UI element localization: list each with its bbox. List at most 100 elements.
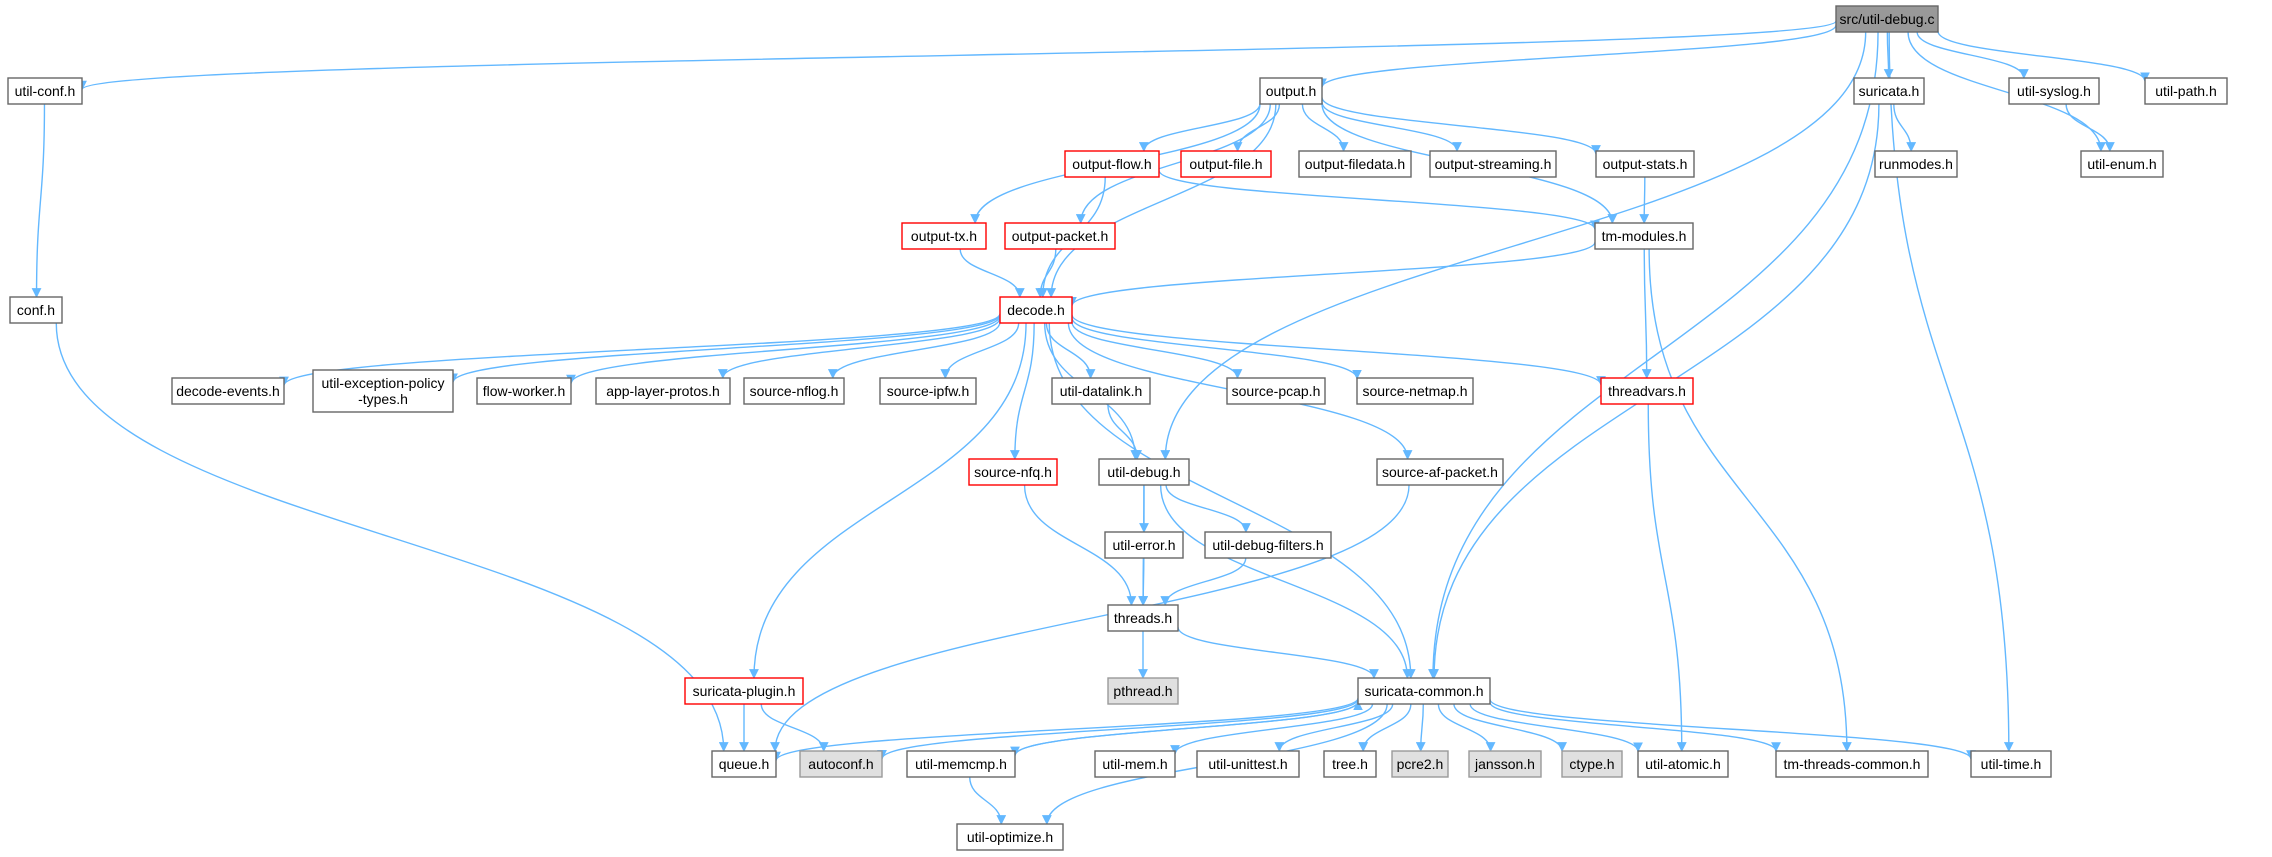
node-label: output-stats.h (1603, 156, 1688, 172)
edge-threads-h-to-suricata-common-h (1177, 626, 1379, 679)
node-label: decode.h (1007, 302, 1065, 318)
node-flow-worker-h[interactable]: flow-worker.h (476, 377, 572, 405)
node-jansson-h[interactable]: jansson.h (1468, 750, 1542, 778)
edge-util-debug-c-to-suricata-h (1883, 31, 1894, 79)
node-threads-h[interactable]: threads.h (1107, 604, 1179, 632)
node-tree-h[interactable]: tree.h (1323, 750, 1377, 778)
node-util-datalink-h[interactable]: util-datalink.h (1051, 377, 1151, 405)
node-output-stats-h[interactable]: output-stats.h (1595, 150, 1695, 178)
node-box (1561, 750, 1623, 778)
node-box (1226, 377, 1326, 405)
node-runmodes-h[interactable]: runmodes.h (1874, 150, 1958, 178)
node-box (1298, 150, 1412, 178)
edge-util-debug-c-to-suricata-common-h (1428, 31, 1879, 679)
node-box (1775, 750, 1929, 778)
node-output-h[interactable]: output.h (1259, 77, 1323, 105)
node-util-error-h[interactable]: util-error.h (1104, 531, 1184, 559)
node-queue-h[interactable]: queue.h (711, 750, 777, 778)
node-box (1853, 77, 1925, 105)
node-label: util-atomic.h (1645, 756, 1720, 772)
node-output-filedata-h[interactable]: output-filedata.h (1298, 150, 1412, 178)
edge-tm-modules-h-to-threadvars-h (1641, 248, 1652, 379)
node-label: conf.h (17, 302, 55, 318)
node-source-nfq-h[interactable]: source-nfq.h (968, 458, 1058, 486)
node-tm-threads-common-h[interactable]: tm-threads-common.h (1775, 750, 1929, 778)
node-box (1356, 377, 1474, 405)
node-util-optimize-h[interactable]: util-optimize.h (956, 823, 1064, 851)
node-util-syslog-h[interactable]: util-syslog.h (2008, 77, 2100, 105)
node-box (1874, 150, 1958, 178)
node-util-debug-filters-h[interactable]: util-debug-filters.h (1204, 531, 1332, 559)
node-box (7, 77, 83, 105)
edge-util-memcmp-h-to-suricata-common-h (1014, 700, 1363, 756)
edge-decode-h-to-threadvars-h (1071, 314, 1606, 386)
node-source-nflog-h[interactable]: source-nflog.h (743, 377, 845, 405)
edge-output-h-to-output-packet-h (1075, 103, 1271, 224)
node-util-debug-c[interactable]: src/util-debug.c (1835, 5, 1939, 33)
node-label: source-ipfw.h (887, 383, 969, 399)
node-label: util-datalink.h (1060, 383, 1143, 399)
node-label: util-conf.h (15, 83, 76, 99)
node-box (1637, 750, 1729, 778)
node-util-path-h[interactable]: util-path.h (2144, 77, 2228, 105)
node-label: pthread.h (1113, 683, 1172, 699)
node-util-enum-h[interactable]: util-enum.h (2080, 150, 2164, 178)
node-tm-modules-h[interactable]: tm-modules.h (1594, 222, 1694, 250)
node-conf-h[interactable]: conf.h (9, 296, 63, 324)
node-util-memcmp-h[interactable]: util-memcmp.h (906, 750, 1016, 778)
node-box (968, 458, 1058, 486)
node-label: util-path.h (2155, 83, 2216, 99)
node-ctype-h[interactable]: ctype.h (1561, 750, 1623, 778)
edge-util-debug-c-to-util-syslog-h (1916, 31, 2029, 79)
node-app-layer-protos-h[interactable]: app-layer-protos.h (595, 377, 731, 405)
node-util-time-h[interactable]: util-time.h (1970, 750, 2052, 778)
edge-tm-modules-h-to-decode-h (1067, 241, 1596, 307)
node-box (1098, 458, 1190, 486)
node-util-mem-h[interactable]: util-mem.h (1094, 750, 1176, 778)
node-box (999, 296, 1073, 324)
edge-suricata-common-h-to-ctype-h (1453, 703, 1567, 752)
node-autoconf-h[interactable]: autoconf.h (799, 750, 883, 778)
edge-output-h-to-output-filedata-h (1301, 103, 1349, 152)
node-source-pcap-h[interactable]: source-pcap.h (1226, 377, 1326, 405)
node-box (2080, 150, 2164, 178)
edge-output-packet-h-to-decode-h (1035, 248, 1057, 298)
node-output-tx-h[interactable]: output-tx.h (901, 222, 987, 250)
node-util-exception-policy-types-h[interactable]: util-exception-policy-types.h (312, 369, 454, 413)
node-decode-h[interactable]: decode.h (999, 296, 1073, 324)
node-suricata-common-h[interactable]: suricata-common.h (1357, 677, 1491, 705)
node-label: util-debug-filters.h (1212, 537, 1323, 553)
node-output-file-h[interactable]: output-file.h (1180, 150, 1272, 178)
node-suricata-h[interactable]: suricata.h (1853, 77, 1925, 105)
node-box (1970, 750, 2052, 778)
node-pcre2-h[interactable]: pcre2.h (1391, 750, 1449, 778)
node-label: util-time.h (1981, 756, 2042, 772)
node-label: util-enum.h (2087, 156, 2156, 172)
edge-suricata-plugin-h-to-autoconf-h (760, 703, 829, 752)
node-util-conf-h[interactable]: util-conf.h (7, 77, 83, 105)
node-suricata-plugin-h[interactable]: suricata-plugin.h (684, 677, 804, 705)
edge-util-debug-c-to-util-enum-h (1907, 31, 2106, 152)
node-decode-events-h[interactable]: decode-events.h (171, 377, 285, 405)
node-threadvars-h[interactable]: threadvars.h (1600, 377, 1694, 405)
node-box (879, 377, 977, 405)
node-output-streaming-h[interactable]: output-streaming.h (1429, 150, 1557, 178)
node-output-packet-h[interactable]: output-packet.h (1004, 222, 1116, 250)
node-pthread-h[interactable]: pthread.h (1107, 677, 1179, 705)
node-label: app-layer-protos.h (606, 383, 720, 399)
edge-util-memcmp-h-to-util-optimize-h (969, 776, 1007, 825)
node-util-atomic-h[interactable]: util-atomic.h (1637, 750, 1729, 778)
node-label: flow-worker.h (483, 383, 565, 399)
node-source-ipfw-h[interactable]: source-ipfw.h (879, 377, 977, 405)
edge-util-conf-h-to-conf-h (31, 103, 46, 298)
node-source-netmap-h[interactable]: source-netmap.h (1356, 377, 1474, 405)
node-label: source-nfq.h (974, 464, 1052, 480)
node-util-unittest-h[interactable]: util-unittest.h (1196, 750, 1300, 778)
edge-output-flow-h-to-tm-modules-h (1158, 170, 1600, 231)
node-box (1429, 150, 1557, 178)
node-source-af-packet-h[interactable]: source-af-packet.h (1376, 458, 1504, 486)
node-output-flow-h[interactable]: output-flow.h (1064, 150, 1160, 178)
edge-util-debug-h-to-suricata-common-h (1159, 484, 1413, 679)
node-util-debug-h[interactable]: util-debug.h (1098, 458, 1190, 486)
node-box (1196, 750, 1300, 778)
